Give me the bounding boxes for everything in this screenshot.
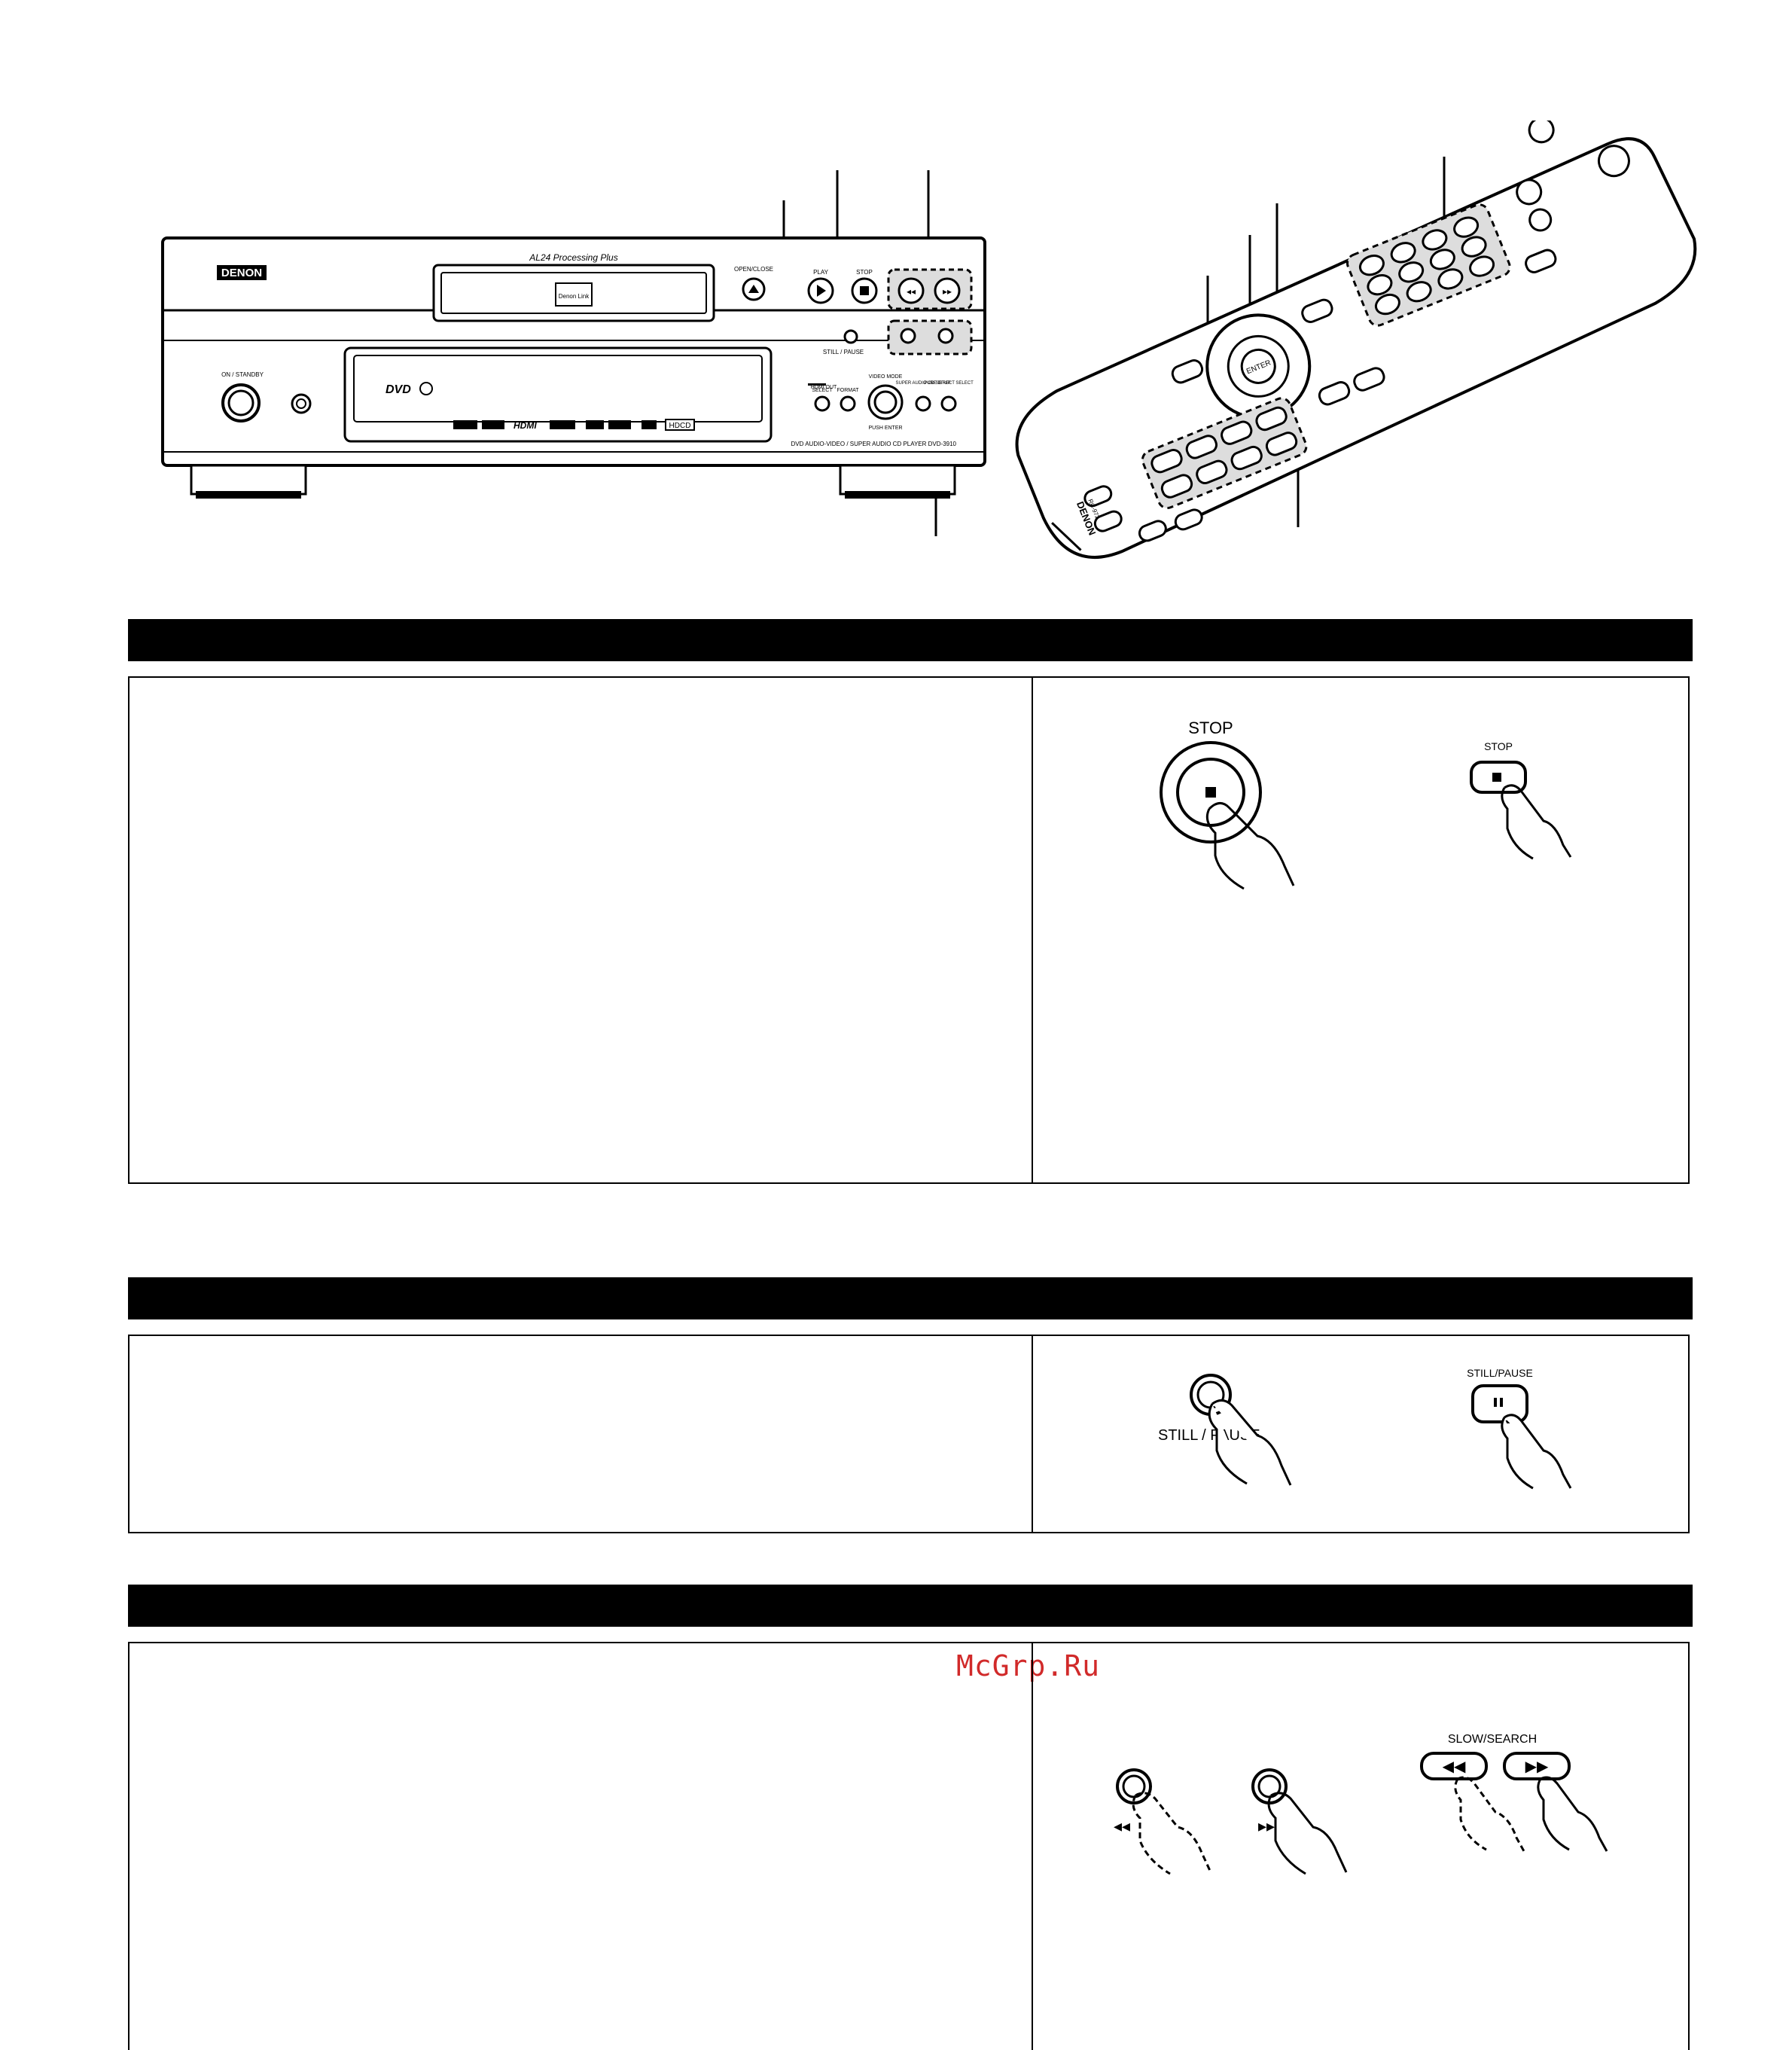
open-close-label: OPEN/CLOSE	[734, 266, 773, 273]
stop-label: STOP	[856, 269, 873, 276]
section-header-bar	[128, 1585, 1693, 1627]
format-label: FORMAT	[837, 388, 859, 393]
svg-text:▸▸: ▸▸	[943, 286, 952, 297]
panel-divider	[1032, 1336, 1033, 1532]
brand-logo: DENON	[221, 267, 262, 279]
main-unit-illustration: DENON AL24 Processing Plus Denon Link OP…	[161, 170, 986, 536]
still-pause-label-unit: STILL / PAUSE	[823, 349, 864, 355]
svg-text:◂◂: ◂◂	[907, 286, 916, 297]
stop-icon	[1205, 787, 1216, 798]
section-panel	[128, 1335, 1690, 1533]
play-label: PLAY	[813, 269, 829, 276]
pause-remote-label: STILL/PAUSE	[1467, 1367, 1533, 1379]
search-illustration: ◂◂ ▸▸ SLOW/SEARCH ◀◀ ▶▶	[1114, 1733, 1608, 1875]
section-header-bar	[128, 1277, 1693, 1319]
stop-remote-label: STOP	[1484, 740, 1513, 752]
format-logos	[453, 420, 657, 429]
pure-direct-label: PURE DIRECT SELECT	[924, 381, 974, 386]
stop-icon	[1492, 773, 1501, 782]
section-header-bar	[128, 619, 1693, 661]
select-label: SELECT	[812, 388, 833, 393]
pause-icon	[1494, 1398, 1497, 1407]
pause-main-label: STILL / PAUSE	[1158, 1427, 1260, 1444]
panel-divider	[1032, 1643, 1033, 2050]
section-panel: McGrp.Ru	[128, 676, 1690, 1682]
model-label: DVD AUDIO-VIDEO / SUPER AUDIO CD PLAYER …	[791, 441, 957, 447]
remote-illustration: ENTER DENON RC-972	[1015, 120, 1697, 559]
hdcd-logo: HDCD	[669, 422, 691, 430]
video-mode-label: VIDEO MODE	[869, 374, 903, 380]
section-panel	[128, 1642, 1690, 2050]
processing-label: AL24 Processing Plus	[529, 252, 617, 263]
rewind-icon: ◂◂	[1114, 1817, 1130, 1835]
stop-illustration: STOP STOP	[1160, 718, 1572, 890]
pause-illustration: STILL / PAUSE STILL/PAUSE	[1158, 1367, 1572, 1490]
hdmi-out-label: HDMI OUT	[811, 385, 837, 390]
hdmi-logo: HDMI	[514, 420, 537, 431]
slow-search-rewind-icon: ◀◀	[1443, 1759, 1466, 1775]
denon-link-label: Denon Link	[559, 293, 590, 300]
dvd-logo: DVD	[386, 383, 411, 396]
on-standby-label: ON / STANDBY	[221, 371, 264, 378]
slow-search-forward-icon: ▶▶	[1525, 1759, 1549, 1775]
super-audio-label: SUPER AUDIO CD SETUP	[895, 381, 950, 386]
stop-main-label: STOP	[1188, 718, 1233, 737]
panel-divider	[1032, 678, 1033, 1182]
watermark: McGrp.Ru	[956, 1649, 1101, 1682]
push-enter-label: PUSH ENTER	[868, 426, 902, 431]
search-remote-label: SLOW/SEARCH	[1448, 1733, 1537, 1746]
fast-forward-icon: ▸▸	[1258, 1817, 1275, 1835]
